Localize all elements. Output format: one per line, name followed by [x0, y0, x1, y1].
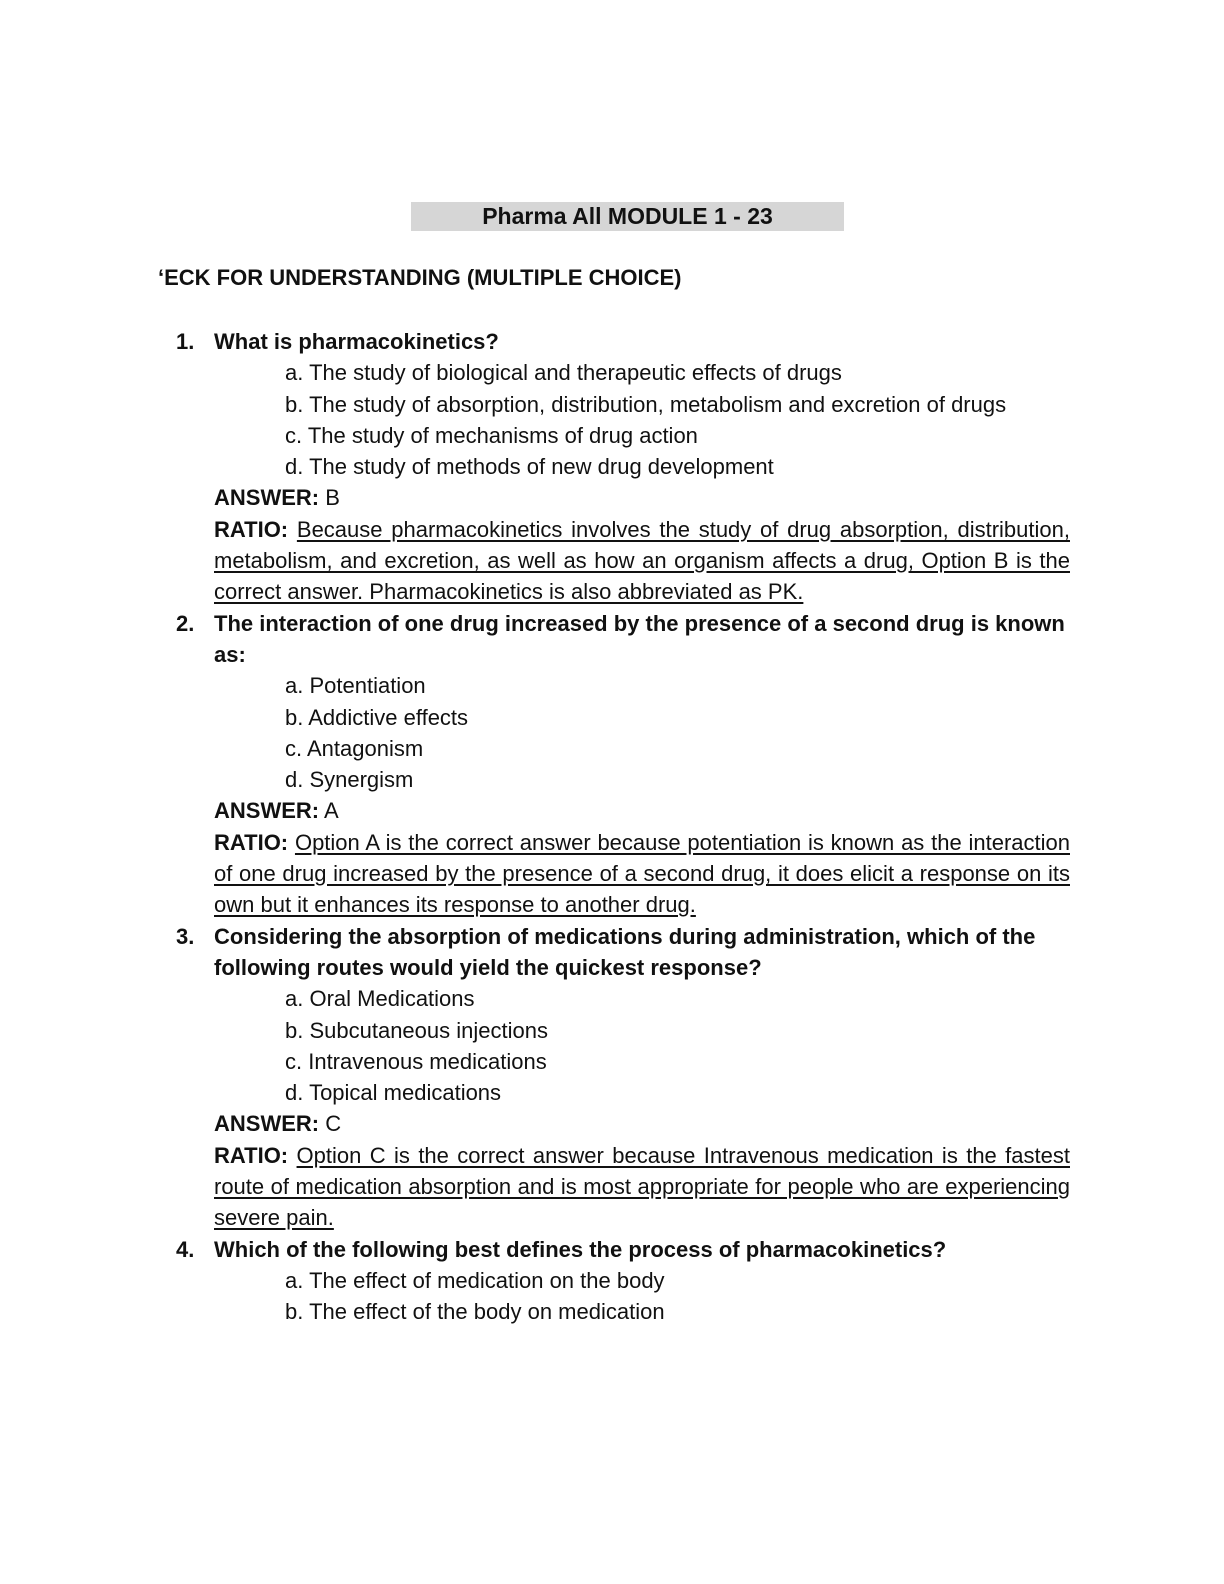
question-4: 4. Which of the following best defines t… [176, 1234, 1070, 1328]
question-text: 4. Which of the following best defines t… [176, 1234, 1070, 1265]
option-c: c. Antagonism [285, 735, 424, 761]
answer-line: ANSWER: C [176, 1108, 1070, 1139]
ratio-text: Option C is the correct answer because I… [214, 1142, 1070, 1231]
question-list: 1. What is pharmacokinetics? a. The stud… [176, 326, 1070, 1328]
section-heading: ‘ECK FOR UNDERSTANDING (MULTIPLE CHOICE) [158, 265, 682, 290]
question-1: 1. What is pharmacokinetics? a. The stud… [176, 326, 1070, 608]
option-b: b. The study of absorption, distribution… [285, 391, 1007, 417]
question-number: 1. [176, 329, 195, 354]
option-a: a. Oral Medications [285, 986, 475, 1012]
option-c: c. Intravenous medications [285, 1048, 547, 1074]
option-a: a. The study of biological and therapeut… [285, 360, 842, 386]
ratio-text: Because pharmacokinetics involves the st… [214, 516, 1070, 605]
option-c: c. The study of mechanisms of drug actio… [285, 422, 698, 448]
question-text: 1. What is pharmacokinetics? [176, 326, 1070, 357]
ratio-label: RATIO: [214, 516, 289, 542]
question-number: 2. [176, 610, 195, 636]
answer-value: A [324, 798, 339, 824]
option-d: d. The study of methods of new drug deve… [285, 454, 774, 480]
option-b: b. Subcutaneous injections [285, 1017, 548, 1043]
question-3: 3. Considering the absorption of medicat… [176, 921, 1070, 1234]
answer-label: ANSWER: [214, 798, 320, 824]
answer-value: C [325, 1111, 342, 1137]
document-title: Pharma All MODULE 1 - 23 [411, 202, 844, 231]
option-list: a. The study of biological and therapeut… [176, 357, 1070, 482]
ratio-paragraph: RATIO: Because pharmacokinetics involves… [176, 514, 1070, 608]
answer-label: ANSWER: [214, 485, 320, 511]
question-prompt: What is pharmacokinetics? [214, 329, 499, 354]
option-a: a. The effect of medication on the body [285, 1267, 665, 1293]
option-d: d. Synergism [285, 767, 414, 793]
question-prompt: Which of the following best defines the … [214, 1236, 947, 1262]
answer-line: ANSWER: B [176, 482, 1070, 513]
question-text: 3. Considering the absorption of medicat… [176, 921, 1070, 984]
ratio-paragraph: RATIO: Option C is the correct answer be… [176, 1140, 1070, 1234]
option-b: b. Addictive effects [285, 704, 469, 730]
question-number: 3. [176, 923, 195, 949]
ratio-label: RATIO: [214, 829, 289, 855]
option-list: a. Potentiation b. Addictive effects c. … [176, 670, 1070, 795]
question-number: 4. [176, 1236, 195, 1262]
question-text: 2. The interaction of one drug increased… [176, 608, 1070, 671]
ratio-paragraph: RATIO: Option A is the correct answer be… [176, 827, 1070, 921]
question-prompt: The interaction of one drug increased by… [214, 610, 1065, 667]
ratio-text: Option A is the correct answer because p… [214, 829, 1070, 918]
ratio-label: RATIO: [214, 1142, 289, 1168]
option-a: a. Potentiation [285, 673, 426, 699]
option-d: d. Topical medications [285, 1080, 502, 1106]
option-b: b. The effect of the body on medication [285, 1299, 665, 1325]
question-2: 2. The interaction of one drug increased… [176, 608, 1070, 921]
answer-label: ANSWER: [214, 1111, 320, 1137]
option-list: a. The effect of medication on the body … [176, 1265, 1070, 1328]
question-prompt: Considering the absorption of medication… [214, 923, 1036, 980]
answer-line: ANSWER: A [176, 795, 1070, 826]
option-list: a. Oral Medications b. Subcutaneous inje… [176, 983, 1070, 1108]
answer-value: B [325, 485, 340, 511]
